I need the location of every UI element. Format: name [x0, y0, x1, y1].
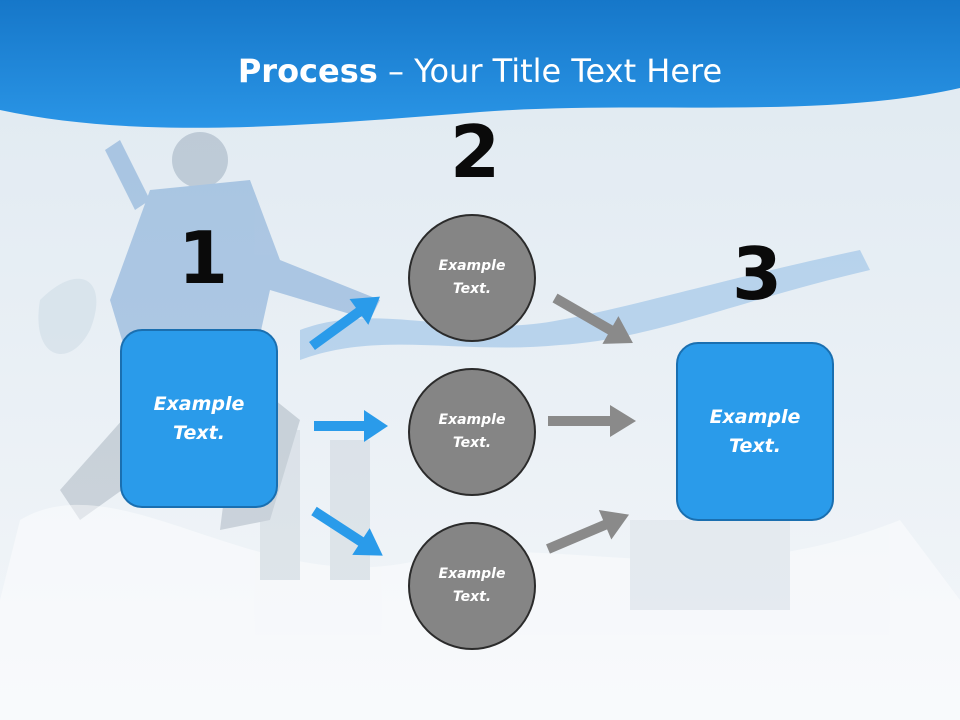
slide-title: Process – Your Title Text Here	[0, 52, 960, 90]
arrow-circle1-to-box3	[552, 293, 633, 344]
arrow-circle2-to-box3	[548, 405, 636, 437]
arrow-box1-to-circle2	[314, 410, 388, 442]
step-1-box[interactable]: Example Text.	[120, 329, 278, 508]
title-rest: – Your Title Text Here	[377, 52, 723, 90]
step-number-2: 2	[450, 110, 501, 194]
gray-arrows	[546, 293, 636, 554]
step-3-box[interactable]: Example Text.	[676, 342, 834, 521]
title-bold: Process	[237, 52, 378, 90]
arrow-circle3-to-box3	[546, 510, 630, 554]
header-band	[0, 0, 960, 128]
arrow-box1-to-circle3	[311, 506, 383, 556]
step-2-circle-middle[interactable]: Example Text.	[408, 368, 536, 496]
arrow-box1-to-circle1	[309, 296, 380, 351]
step-2-circle-top[interactable]: Example Text.	[408, 214, 536, 342]
step-2-circle-bottom[interactable]: Example Text.	[408, 522, 536, 650]
blue-arrows	[309, 296, 388, 556]
step-number-3: 3	[732, 232, 783, 316]
step-number-1: 1	[178, 216, 229, 300]
